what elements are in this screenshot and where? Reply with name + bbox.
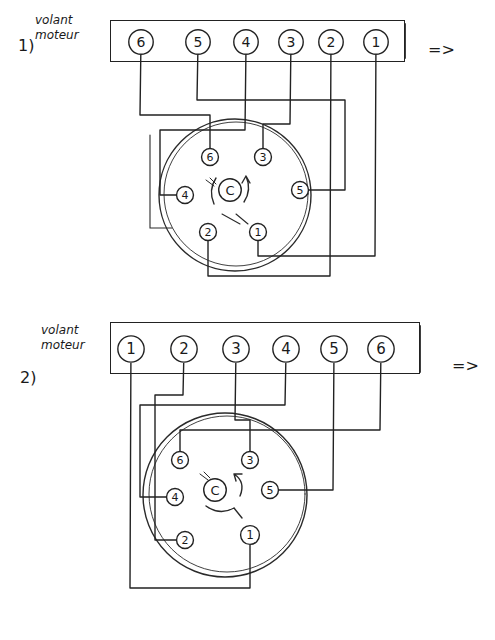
- number-label: 3: [247, 455, 254, 466]
- spark-plug-wire: [235, 363, 250, 451]
- spark-plug-wire: [208, 55, 331, 276]
- cap-terminal: 6: [171, 451, 189, 469]
- contact-mark: [206, 178, 216, 186]
- engine-block: volant moteur654321: [110, 20, 405, 62]
- spark-plug-wire: [140, 55, 210, 148]
- block-heading: volant moteur: [35, 13, 93, 43]
- distributor-cap-rim: [164, 122, 308, 266]
- cap-terminal: 2: [176, 531, 194, 549]
- number-label: 6: [137, 35, 146, 49]
- cylinder-circle: 4: [272, 335, 300, 363]
- cylinder-circle: 2: [170, 335, 198, 363]
- cylinder-circle: 5: [185, 29, 211, 55]
- panel-number: 1): [18, 36, 34, 55]
- contact-mark: [200, 472, 210, 480]
- cylinder-circle: 1: [117, 335, 145, 363]
- number-label: 2: [179, 342, 189, 357]
- rotor-arm: [222, 214, 248, 224]
- cap-terminal: C: [218, 178, 242, 202]
- number-label: C: [210, 484, 219, 497]
- cylinder-circle: 2: [318, 29, 344, 55]
- number-label: 4: [242, 35, 251, 49]
- number-label: 5: [297, 185, 304, 196]
- number-label: 1: [255, 227, 262, 238]
- spark-plug-wire: [263, 55, 291, 148]
- number-label: 5: [194, 35, 203, 49]
- rotor-arrow: [242, 176, 250, 202]
- number-label: 1: [126, 342, 136, 357]
- direction-arrow-text: =>: [428, 40, 455, 59]
- cap-terminal: 6: [201, 148, 219, 166]
- number-label: 3: [231, 342, 241, 357]
- rotor-arrow: [234, 474, 242, 496]
- cap-terminal: 1: [240, 525, 260, 545]
- spark-plug-wire: [197, 55, 345, 190]
- block-heading: volant moteur: [41, 323, 99, 353]
- cylinder-circle: 6: [367, 335, 395, 363]
- cap-terminal: 2: [199, 223, 217, 241]
- number-label: 3: [287, 35, 296, 49]
- number-label: 2: [205, 227, 212, 238]
- distributor-cap: [159, 119, 311, 271]
- number-label: 5: [329, 342, 339, 357]
- spark-plug-wire: [258, 55, 376, 256]
- number-label: 2: [182, 535, 189, 546]
- number-label: 6: [177, 455, 184, 466]
- cylinder-circle: 3: [278, 29, 304, 55]
- number-label: 5: [267, 485, 274, 496]
- number-label: C: [225, 184, 234, 197]
- number-label: 4: [281, 342, 291, 357]
- cap-terminal: 1: [249, 223, 267, 241]
- number-label: 4: [172, 492, 179, 503]
- spark-plug-wire: [279, 363, 334, 490]
- cap-terminal: 4: [166, 488, 184, 506]
- cylinder-circle: 5: [320, 335, 348, 363]
- cylinder-circle: 6: [128, 29, 154, 55]
- cylinder-circle: 4: [233, 29, 259, 55]
- engine-block: volant moteur123456: [110, 322, 420, 374]
- distributor-cap-rim: [149, 416, 305, 572]
- cap-terminal: C: [203, 478, 227, 502]
- number-label: 3: [260, 152, 267, 163]
- cylinder-circle: 1: [363, 29, 389, 55]
- number-label: 6: [376, 342, 386, 357]
- clip-bracket: [150, 135, 172, 228]
- number-label: 6: [207, 152, 214, 163]
- spark-plug-wire: [160, 55, 246, 195]
- panel-number: 2): [20, 368, 36, 387]
- distributor-cap: [143, 413, 307, 577]
- cap-terminal: 5: [261, 481, 279, 499]
- number-label: 1: [246, 529, 254, 541]
- cap-terminal: 5: [291, 181, 309, 199]
- rotor-arrow: [206, 506, 242, 518]
- number-label: 2: [327, 35, 336, 49]
- direction-arrow-text: =>: [452, 356, 479, 375]
- spark-plug-wire: [180, 363, 381, 451]
- cap-terminal: 3: [254, 148, 272, 166]
- cap-terminal: 4: [176, 186, 194, 204]
- cap-terminal: 3: [241, 451, 259, 469]
- cylinder-circle: 3: [222, 335, 250, 363]
- spark-plug-wire: [130, 363, 250, 588]
- number-label: 4: [182, 190, 189, 201]
- number-label: 1: [372, 35, 381, 49]
